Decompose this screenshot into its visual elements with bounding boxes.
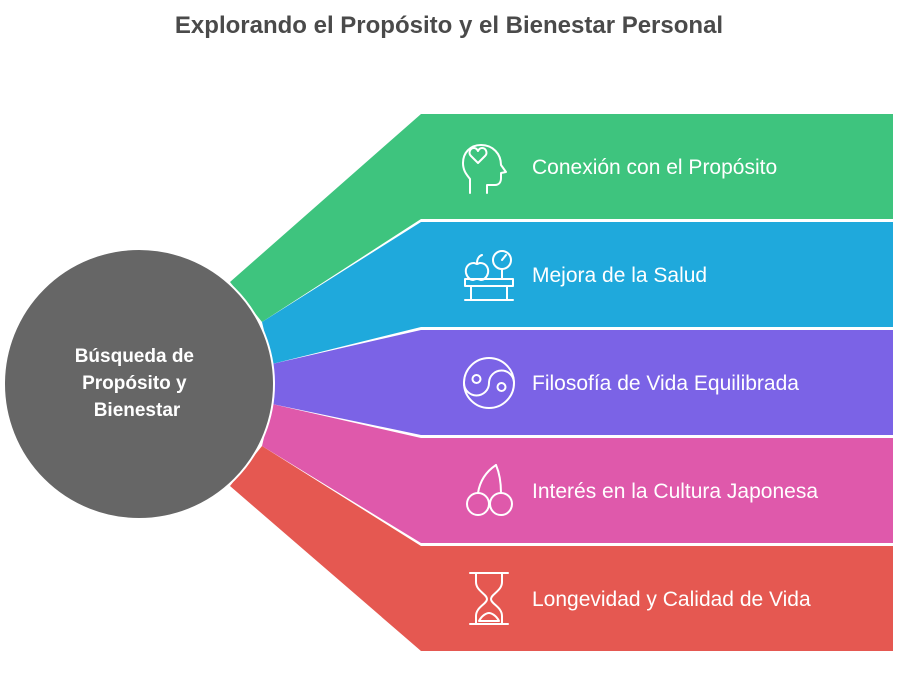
yin-yang-icon: [463, 357, 515, 409]
branch-0: Conexión con el Propósito: [230, 114, 893, 322]
branch-band-4: [230, 446, 893, 651]
hub-label-line-2: Bienestar: [94, 400, 181, 421]
branch-label-0: Conexión con el Propósito: [532, 156, 777, 179]
branch-label-3: Interés en la Cultura Japonesa: [532, 480, 818, 503]
branch-label-1: Mejora de la Salud: [532, 264, 707, 287]
branch-band-0: [230, 114, 893, 322]
branch-1: Mejora de la Salud: [262, 222, 893, 364]
hub: Búsqueda de Propósito y Bienestar: [3, 248, 275, 520]
hub-label-line-1: Propósito y: [82, 373, 187, 394]
head-heart-icon: [462, 144, 507, 194]
page-title: Explorando el Propósito y el Bienestar P…: [175, 12, 723, 39]
branch-4: Longevidad y Calidad de Vida: [230, 446, 893, 651]
branch-band-1: [262, 222, 893, 364]
hourglass-icon: [469, 572, 509, 625]
branch-band-2: [272, 330, 893, 435]
branch-label-4: Longevidad y Calidad de Vida: [532, 588, 811, 611]
branch-band-3: [262, 404, 893, 543]
branch-2: Filosofía de Vida Equilibrada: [272, 330, 893, 435]
hub-label: Búsqueda de Propósito y Bienestar: [75, 346, 200, 421]
branch-label-2: Filosofía de Vida Equilibrada: [532, 372, 799, 395]
scale-apple-icon: [464, 250, 514, 301]
hub-label-line-0: Búsqueda de: [75, 346, 194, 367]
branch-3: Interés en la Cultura Japonesa: [262, 404, 893, 543]
cherry-icon: [466, 464, 513, 516]
hub-circle: [3, 248, 275, 520]
